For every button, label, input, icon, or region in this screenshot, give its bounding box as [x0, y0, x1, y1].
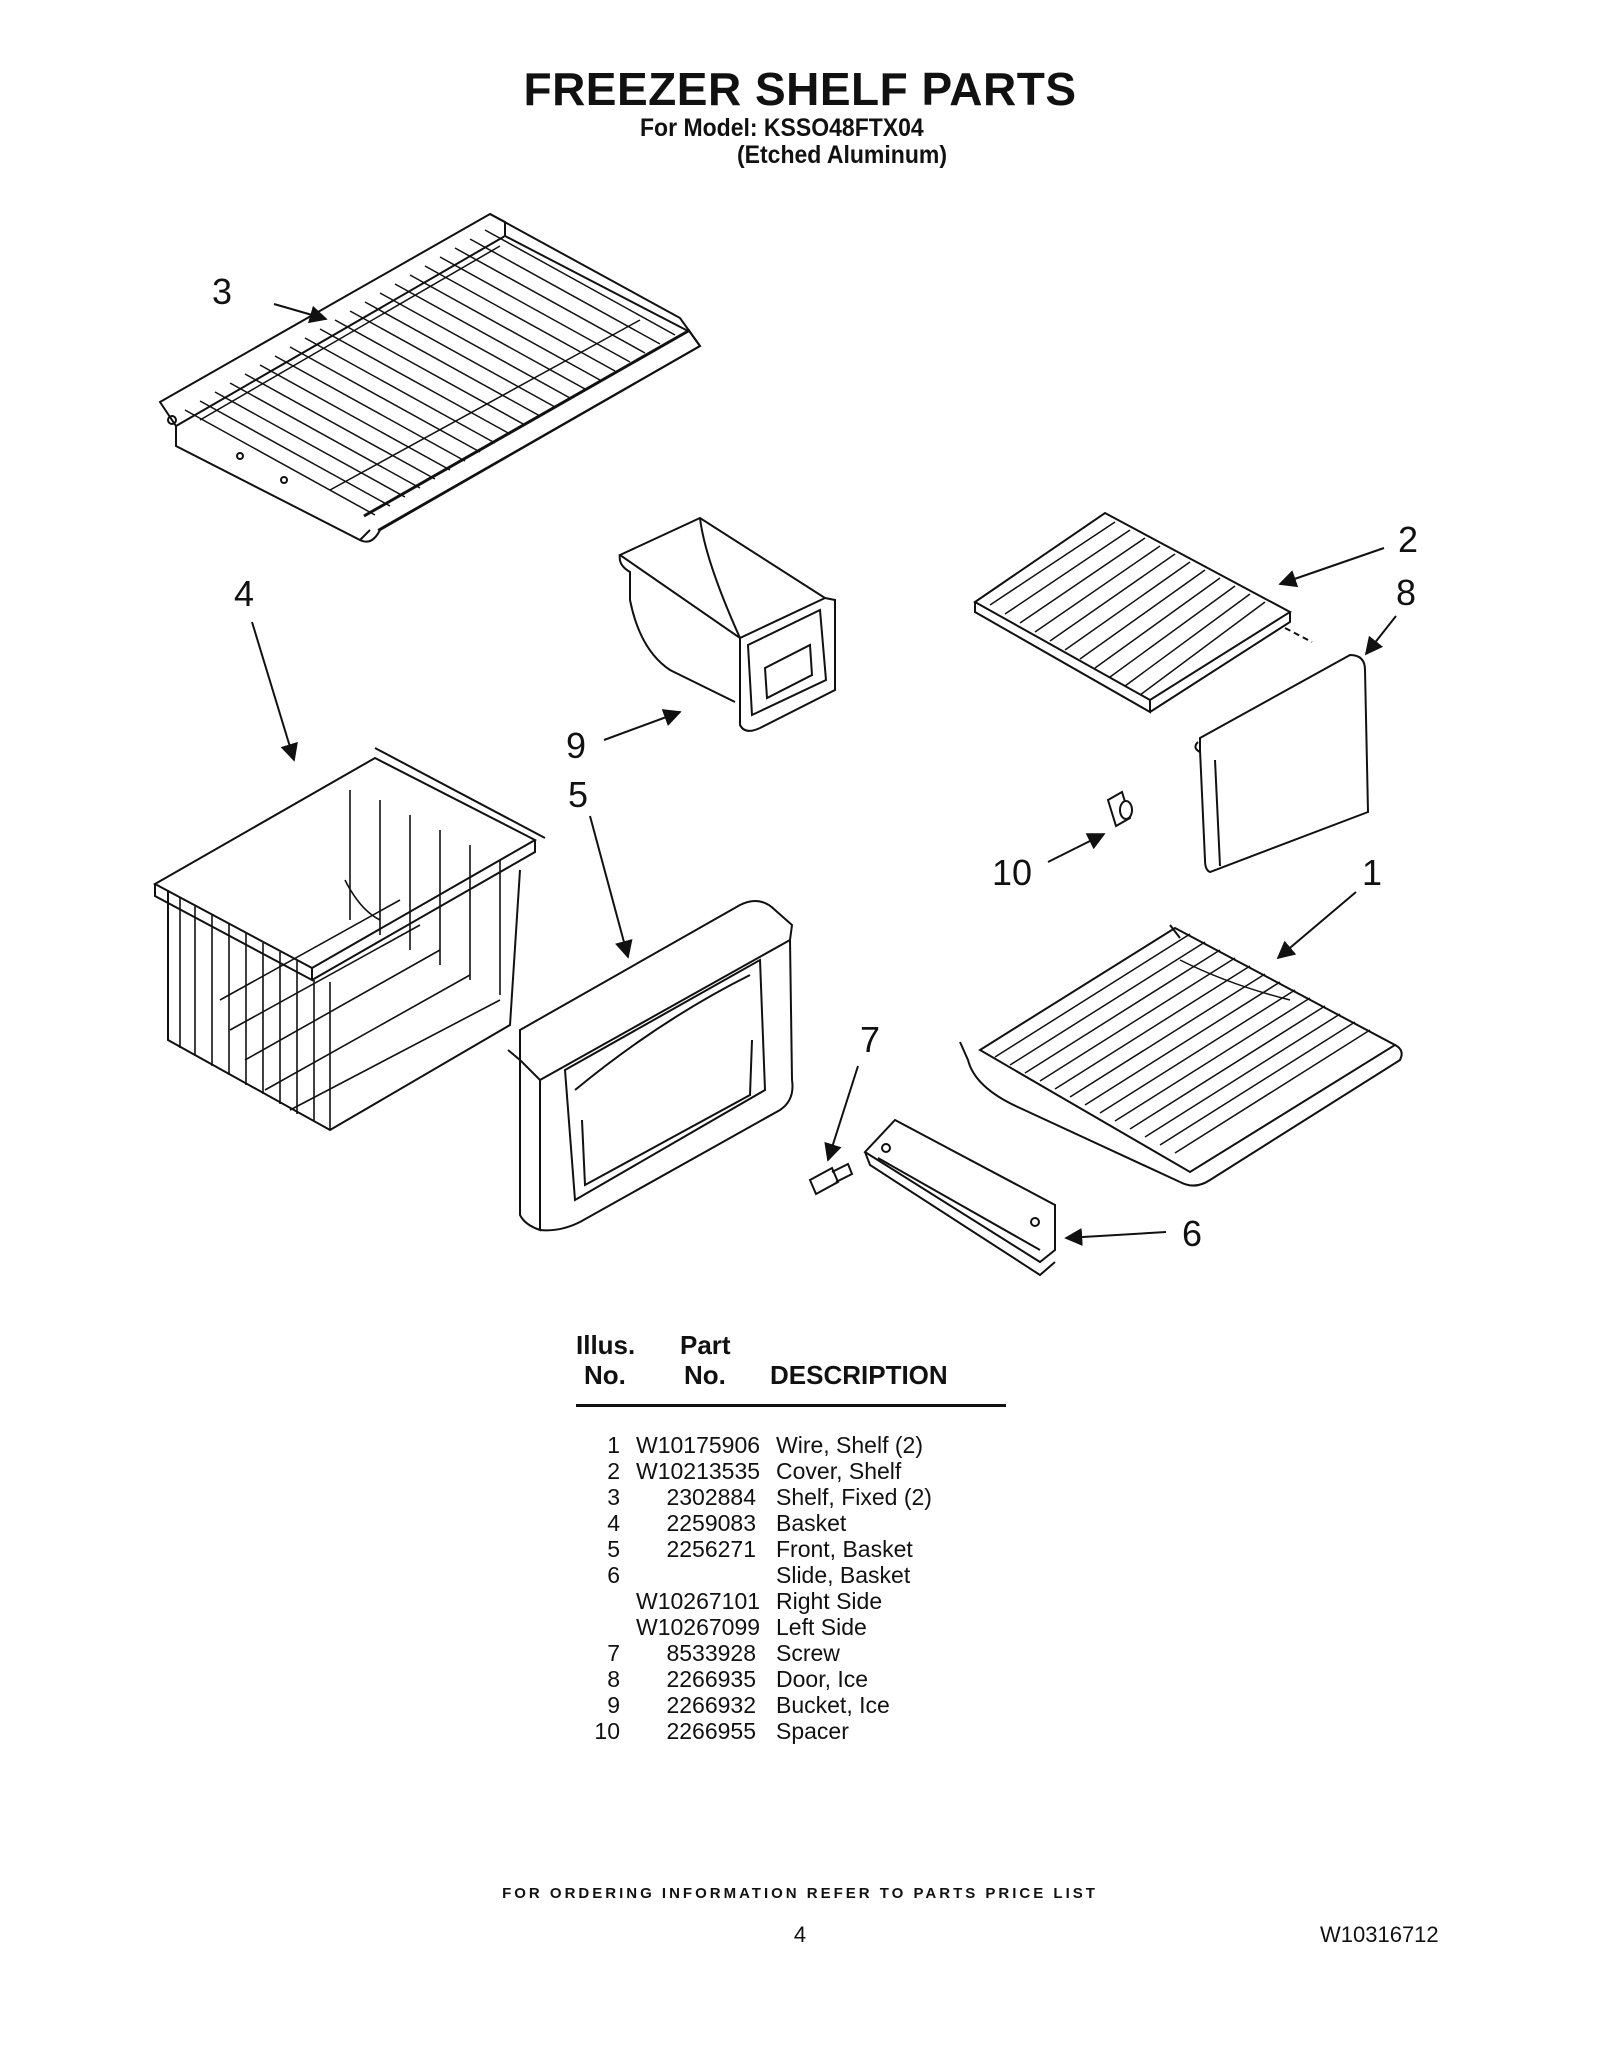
- col-illus-label-1: Illus.: [576, 1330, 636, 1360]
- callout-1: 1: [1362, 852, 1382, 893]
- illus-no: 8: [607, 1666, 620, 1692]
- document-number: W10316712: [1320, 1922, 1439, 1947]
- table-row: 6 Slide, Basket: [576, 1562, 1076, 1588]
- col-part-label-1: Part: [680, 1330, 731, 1360]
- part-no: 2302884: [666, 1484, 756, 1510]
- spacer-drawing: [1106, 790, 1133, 828]
- table-row: W10267101 Right Side: [576, 1588, 1076, 1614]
- table-row: 9 2266932 Bucket, Ice: [576, 1692, 1076, 1718]
- model-line: For Model: KSSO48FTX04: [640, 114, 924, 142]
- table-row: 10 2266955 Spacer: [576, 1718, 1076, 1744]
- table-row: 8 2266935 Door, Ice: [576, 1666, 1076, 1692]
- exploded-parts-diagram: 1 2 3 4 5 6 7 8 9 10: [152, 212, 1418, 1277]
- part-no: 2266932: [666, 1692, 756, 1718]
- part-no: W10213535: [636, 1458, 761, 1484]
- basket-drawing: [152, 747, 546, 1132]
- illus-no: 4: [607, 1510, 620, 1536]
- basket-front-drawing: [507, 900, 794, 1232]
- part-no: 2256271: [666, 1536, 756, 1562]
- illus-no: 9: [607, 1692, 620, 1718]
- illus-no: 10: [594, 1718, 620, 1744]
- col-description-label: DESCRIPTION: [770, 1360, 948, 1390]
- table-row: 1 W10175906 Wire, Shelf (2): [576, 1432, 1076, 1458]
- part-no: W10267101: [636, 1588, 761, 1614]
- description: Shelf, Fixed (2): [776, 1484, 932, 1510]
- description: Door, Ice: [776, 1666, 869, 1692]
- callout-2: 2: [1398, 519, 1418, 560]
- description: Cover, Shelf: [776, 1458, 902, 1484]
- illus-no: 6: [607, 1562, 620, 1588]
- page-title: FREEZER SHELF PARTS: [523, 63, 1077, 115]
- table-row: W10267099 Left Side: [576, 1614, 1076, 1640]
- table-row: 3 2302884 Shelf, Fixed (2): [576, 1484, 1076, 1510]
- callout-10: 10: [992, 852, 1032, 893]
- callout-3: 3: [212, 271, 232, 312]
- part-no: W10267099: [636, 1614, 761, 1640]
- callout-6: 6: [1182, 1213, 1202, 1254]
- description: Slide, Basket: [776, 1562, 911, 1588]
- header-rule: [576, 1404, 1006, 1407]
- finish-line: (Etched Aluminum): [737, 141, 947, 169]
- ordering-note: FOR ORDERING INFORMATION REFER TO PARTS …: [502, 1885, 1098, 1902]
- description: Right Side: [776, 1588, 883, 1614]
- table-row: 5 2256271 Front, Basket: [576, 1536, 1076, 1562]
- illus-no: 7: [607, 1640, 620, 1666]
- screw-drawing: [808, 1162, 854, 1196]
- col-part-label-2: No.: [684, 1360, 726, 1390]
- description: Basket: [776, 1510, 847, 1536]
- callout-5: 5: [568, 774, 588, 815]
- shelf-fixed-drawing: [158, 212, 702, 543]
- col-illus-label-2: No.: [584, 1360, 626, 1390]
- part-no: 2266935: [666, 1666, 756, 1692]
- callout-4: 4: [234, 573, 254, 614]
- table-row: 4 2259083 Basket: [576, 1510, 1076, 1536]
- illus-no: 2: [607, 1458, 620, 1484]
- description: Bucket, Ice: [776, 1692, 890, 1718]
- illus-no: 5: [607, 1536, 620, 1562]
- description: Spacer: [776, 1718, 849, 1744]
- part-no: W10175906: [636, 1432, 761, 1458]
- illus-no: 3: [607, 1484, 620, 1510]
- basket-slide-drawing: [863, 1118, 1056, 1277]
- parts-table-body: 1 W10175906 Wire, Shelf (2) 2 W10213535 Cove…: [576, 1432, 1076, 1762]
- description: Wire, Shelf (2): [776, 1432, 923, 1458]
- callout-7: 7: [860, 1019, 880, 1060]
- part-no: 2259083: [666, 1510, 756, 1536]
- callout-8: 8: [1396, 572, 1416, 613]
- part-no: 8533928: [666, 1640, 756, 1666]
- part-no: 2266955: [666, 1718, 756, 1744]
- description: Front, Basket: [776, 1536, 913, 1562]
- description: Left Side: [776, 1614, 867, 1640]
- shelf-cover-drawing: [973, 511, 1313, 714]
- ice-bucket-drawing: [617, 516, 836, 732]
- callout-9: 9: [566, 725, 586, 766]
- description: Screw: [776, 1640, 840, 1666]
- wire-shelf-drawing: [959, 924, 1403, 1187]
- illus-no: 1: [607, 1432, 620, 1458]
- page-number: 4: [793, 1922, 807, 1947]
- table-row: 7 8533928 Screw: [576, 1640, 1076, 1666]
- leader-arrows: [251, 303, 1397, 1247]
- ice-door-drawing: [1194, 653, 1370, 874]
- table-row: 2 W10213535 Cover, Shelf: [576, 1458, 1076, 1484]
